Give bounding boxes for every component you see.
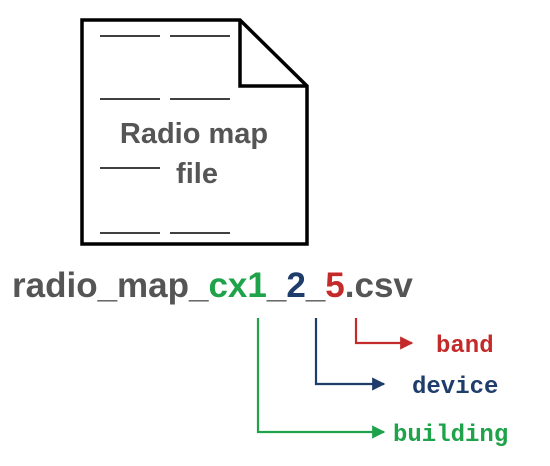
filename: radio_map_cx1_2_5.csv [12, 266, 413, 305]
filename-device-code: 2 [286, 266, 305, 305]
document-icon: Radio map file [80, 18, 309, 246]
filename-extension: .csv [345, 266, 414, 305]
building-arrow [256, 318, 386, 439]
device-label: device [412, 374, 498, 401]
band-label: band [436, 333, 494, 360]
filename-separator-2: _ [305, 266, 326, 305]
device-arrow [314, 318, 386, 391]
building-label: building [393, 422, 508, 449]
document-fold [238, 20, 307, 88]
document-label-line1: Radio map [120, 118, 268, 150]
band-arrow [354, 318, 414, 350]
filename-separator-1: _ [266, 266, 287, 305]
filename-prefix: radio_map_ [12, 266, 209, 305]
document-label-line2: file [176, 158, 218, 190]
filename-building-code: cx1 [208, 266, 266, 305]
document-outline [80, 18, 309, 246]
document-lines [100, 35, 230, 234]
filename-band-code: 5 [325, 266, 344, 305]
